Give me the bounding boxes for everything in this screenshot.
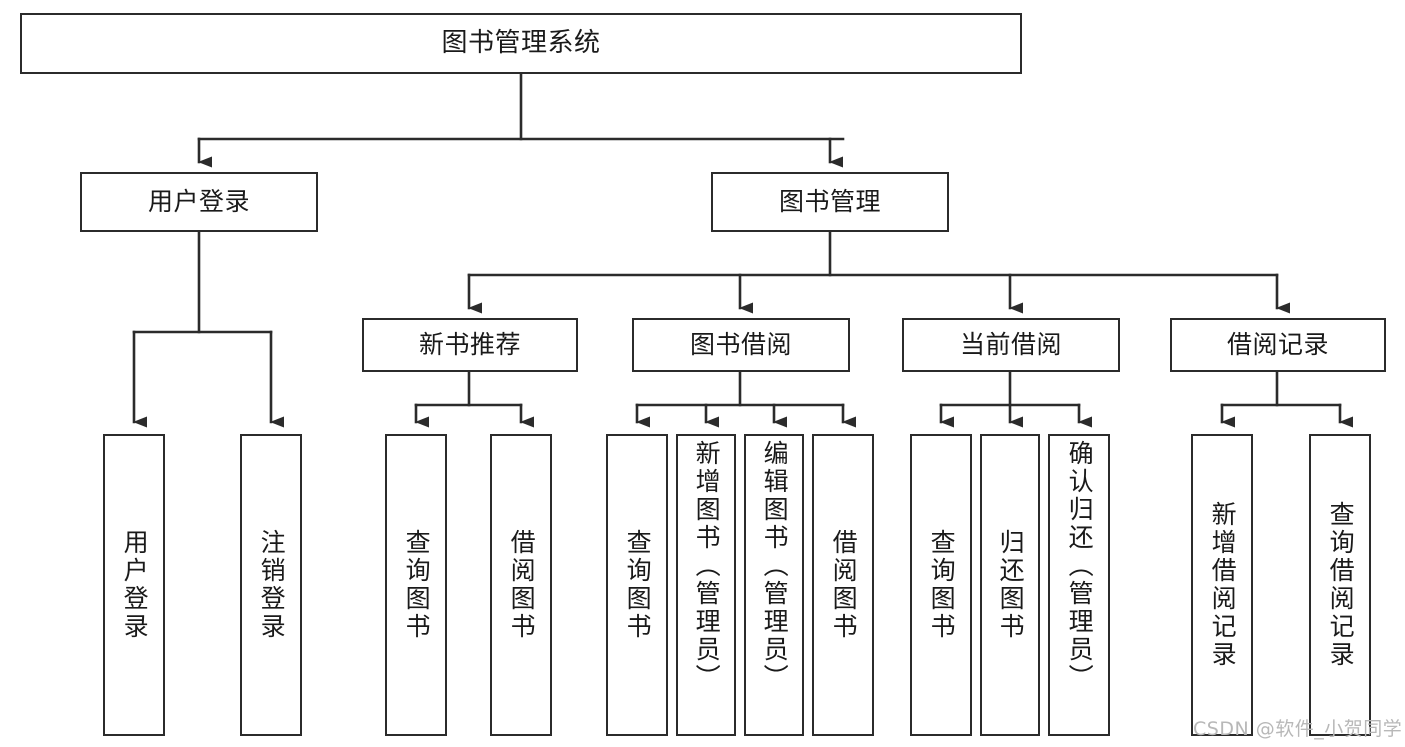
leaf-user-logout[interactable]: 注销登录 bbox=[240, 434, 302, 736]
node-label: 归还图书 bbox=[996, 529, 1026, 641]
node-label: 注销登录 bbox=[257, 529, 287, 641]
node-label: 借阅图书 bbox=[829, 529, 859, 641]
node-book-borrow[interactable]: 图书借阅 bbox=[632, 318, 850, 372]
leaf-query-book-current[interactable]: 查询图书 bbox=[910, 434, 972, 736]
node-label: 图书借阅 bbox=[689, 330, 792, 360]
node-current-borrow[interactable]: 当前借阅 bbox=[902, 318, 1120, 372]
node-label: 当前借阅 bbox=[959, 330, 1062, 360]
node-book-management[interactable]: 图书管理 bbox=[711, 172, 949, 232]
watermark-text: CSDN @软件_小贺同学 bbox=[1193, 718, 1403, 740]
node-label: 借阅记录 bbox=[1226, 330, 1329, 360]
leaf-borrow-book[interactable]: 借阅图书 bbox=[812, 434, 874, 736]
node-borrow-record[interactable]: 借阅记录 bbox=[1170, 318, 1386, 372]
node-label: 确认归还（管理员） bbox=[1065, 440, 1095, 692]
csdn-watermark: CSDN @软件_小贺同学 bbox=[1193, 714, 1402, 741]
node-label: 图书管理系统 bbox=[441, 28, 601, 59]
leaf-edit-book-admin[interactable]: 编辑图书（管理员） bbox=[744, 434, 804, 736]
node-label: 新增借阅记录 bbox=[1208, 501, 1238, 669]
node-label: 借阅图书 bbox=[507, 529, 537, 641]
node-root-system[interactable]: 图书管理系统 bbox=[20, 13, 1022, 74]
node-label: 用户登录 bbox=[147, 187, 250, 217]
leaf-user-login[interactable]: 用户登录 bbox=[103, 434, 165, 736]
leaf-query-book-recommend[interactable]: 查询图书 bbox=[385, 434, 447, 736]
node-label: 用户登录 bbox=[120, 529, 150, 641]
leaf-confirm-return-admin[interactable]: 确认归还（管理员） bbox=[1048, 434, 1110, 736]
node-new-book-recommend[interactable]: 新书推荐 bbox=[362, 318, 578, 372]
leaf-return-book[interactable]: 归还图书 bbox=[980, 434, 1040, 736]
node-label: 查询借阅记录 bbox=[1326, 501, 1356, 669]
node-label: 图书管理 bbox=[778, 187, 881, 217]
leaf-add-borrow-record[interactable]: 新增借阅记录 bbox=[1191, 434, 1253, 736]
node-label: 查询图书 bbox=[402, 529, 432, 641]
node-user-login[interactable]: 用户登录 bbox=[80, 172, 318, 232]
node-label: 新增图书（管理员） bbox=[692, 440, 722, 692]
leaf-query-borrow-record[interactable]: 查询借阅记录 bbox=[1309, 434, 1371, 736]
node-label: 新书推荐 bbox=[418, 330, 521, 360]
node-label: 编辑图书（管理员） bbox=[760, 440, 790, 692]
node-label: 查询图书 bbox=[927, 529, 957, 641]
node-label: 查询图书 bbox=[623, 529, 653, 641]
leaf-query-book-borrow[interactable]: 查询图书 bbox=[606, 434, 668, 736]
leaf-borrow-book-recommend[interactable]: 借阅图书 bbox=[490, 434, 552, 736]
leaf-add-book-admin[interactable]: 新增图书（管理员） bbox=[676, 434, 736, 736]
